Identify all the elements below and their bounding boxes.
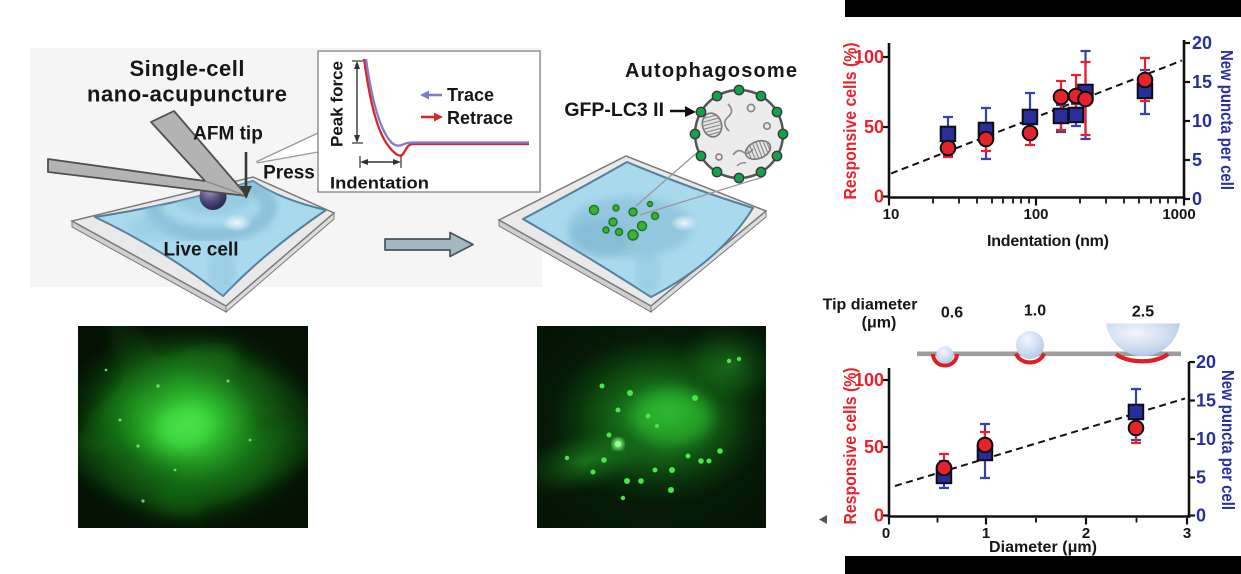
svg-text:3: 3 — [1183, 525, 1191, 542]
svg-text:Responsive cells (%): Responsive cells (%) — [840, 43, 860, 200]
svg-text:1: 1 — [982, 525, 990, 542]
svg-text:1.0: 1.0 — [1024, 303, 1046, 320]
svg-text:10: 10 — [883, 206, 900, 223]
svg-text:20: 20 — [1196, 352, 1216, 372]
svg-text:Retrace: Retrace — [447, 108, 513, 128]
svg-text:nano-acupuncture: nano-acupuncture — [87, 82, 287, 107]
svg-text:GFP-LC3 II: GFP-LC3 II — [564, 99, 664, 121]
svg-text:5: 5 — [1192, 150, 1202, 170]
svg-text:0: 0 — [1196, 506, 1206, 526]
svg-text:0: 0 — [874, 506, 884, 526]
svg-text:2.5: 2.5 — [1132, 304, 1154, 321]
svg-text:Diameter (μm): Diameter (μm) — [989, 539, 1097, 556]
svg-text:0: 0 — [874, 187, 884, 207]
svg-text:Trace: Trace — [447, 85, 494, 105]
svg-text:5: 5 — [1196, 468, 1206, 488]
svg-text:Autophagosome: Autophagosome — [625, 60, 797, 82]
svg-text:Indentation (nm): Indentation (nm) — [987, 233, 1109, 250]
svg-text:20: 20 — [1192, 33, 1212, 53]
svg-text:Tip diameter: Tip diameter — [823, 297, 918, 314]
svg-text:Responsive cells (%): Responsive cells (%) — [840, 368, 860, 525]
svg-text:15: 15 — [1192, 72, 1212, 92]
svg-text:New puncta per cell: New puncta per cell — [1218, 370, 1238, 510]
svg-text:50: 50 — [864, 437, 884, 457]
svg-text:100: 100 — [1023, 206, 1048, 223]
svg-text:10: 10 — [1192, 111, 1212, 131]
svg-text:Live cell: Live cell — [164, 240, 239, 261]
svg-text:(μm): (μm) — [862, 315, 897, 332]
svg-text:Indentation: Indentation — [330, 174, 429, 193]
svg-text:0: 0 — [1192, 189, 1202, 209]
svg-text:1000: 1000 — [1162, 206, 1195, 223]
svg-text:100: 100 — [854, 370, 884, 390]
svg-text:2: 2 — [1082, 525, 1090, 542]
svg-text:Press: Press — [263, 163, 315, 184]
svg-text:AFM tip: AFM tip — [193, 124, 263, 145]
svg-text:Single-cell: Single-cell — [130, 56, 245, 81]
svg-text:100: 100 — [854, 47, 884, 67]
svg-text:New puncta per cell: New puncta per cell — [1217, 50, 1237, 190]
svg-text:50: 50 — [864, 117, 884, 137]
svg-text:10: 10 — [1196, 429, 1216, 449]
svg-text:Peak force: Peak force — [328, 61, 347, 147]
svg-text:0: 0 — [882, 525, 890, 542]
svg-text:0.6: 0.6 — [941, 305, 963, 322]
svg-text:15: 15 — [1196, 391, 1216, 411]
